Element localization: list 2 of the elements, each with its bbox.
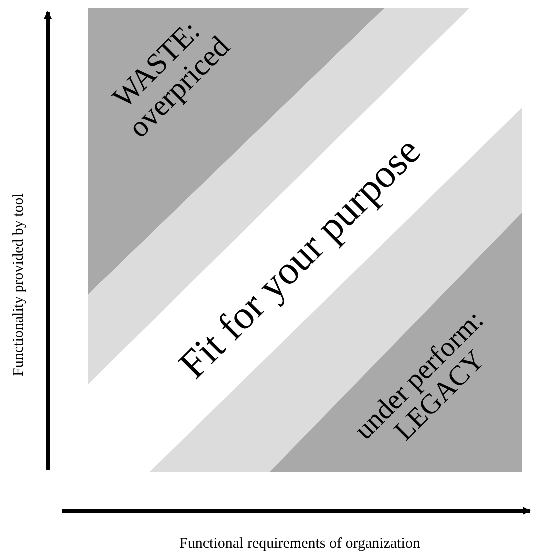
axis-title: Functionality provided by tool	[12, 194, 28, 376]
axis-title: Functional requirements of organization	[180, 537, 420, 553]
